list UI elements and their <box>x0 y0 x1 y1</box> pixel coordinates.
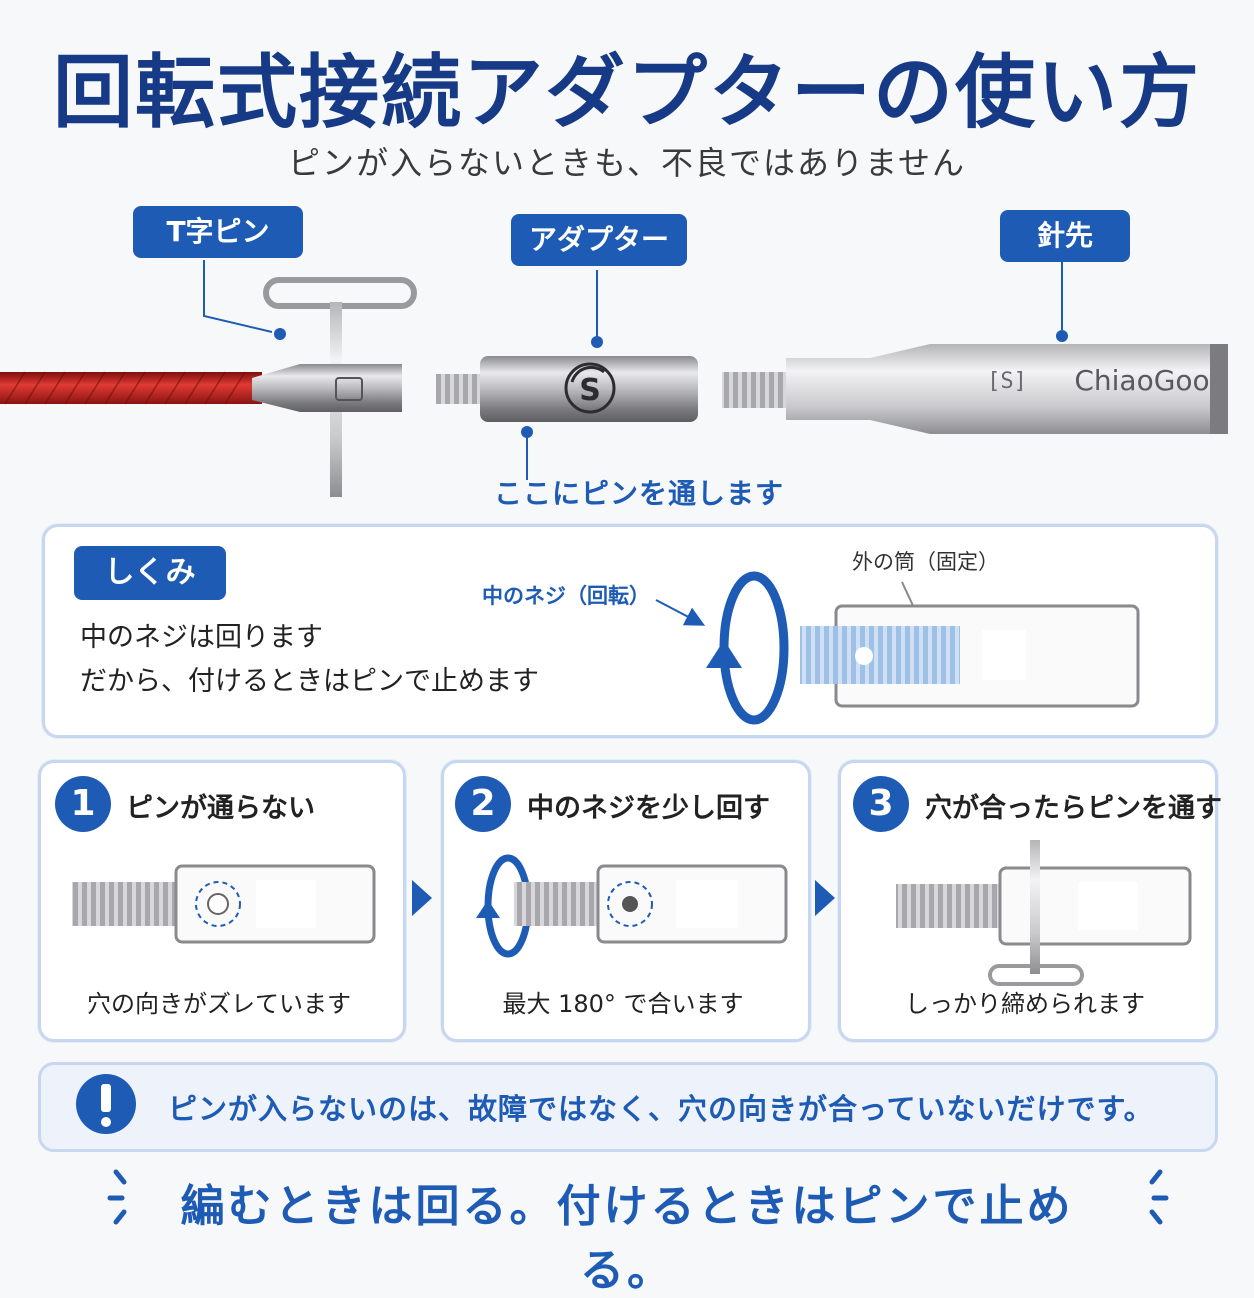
sparkle-right-icon <box>1149 1169 1169 1225</box>
step-2-number: 2 <box>455 776 511 832</box>
step-3-caption: しっかり締められます <box>905 990 1145 1018</box>
logo-mark: [S] <box>987 369 1027 394</box>
footer-slogan: 編むときは回る。付けるときはピンで止める。 <box>180 1181 1074 1296</box>
step-1-title: ピンが通らない <box>126 793 315 824</box>
step-2-title: 中のネジを少し回す <box>527 793 770 824</box>
step-1-number: 1 <box>55 776 111 832</box>
pin-hole-caption: ここにピンを通します <box>494 477 785 510</box>
svg-text:S: S <box>579 373 601 408</box>
leader-dot-adapter <box>591 336 603 348</box>
inner-screw <box>800 626 960 684</box>
product-illustration: S [S] ChiaoGoo <box>0 260 1228 497</box>
needle-tip <box>722 344 1228 434</box>
rotation-icon <box>706 571 789 725</box>
leader-lines <box>203 260 1063 480</box>
mechanism-diagram <box>655 571 1140 725</box>
exclamation-icon <box>76 1074 136 1134</box>
brand-name: ChiaoGoo <box>1074 364 1209 397</box>
inner-label-pointer <box>655 599 706 626</box>
page-title: 回転式接続アダプターの使い方 <box>53 46 1201 139</box>
page-subtitle: ピンが入らないときも、不良ではありません <box>287 144 967 182</box>
step-arrow-2 <box>815 880 835 916</box>
step-3-number: 3 <box>853 776 909 832</box>
leader-dot-needle <box>1056 330 1068 342</box>
leader-dot-t-pin <box>274 328 286 340</box>
inner-screw-label: 中のネジ（回転） <box>482 584 650 608</box>
tag-t-pin: T字ピン <box>133 206 303 258</box>
tag-mechanism: しくみ <box>74 546 226 600</box>
cable-connector <box>252 364 402 412</box>
note-text: ピンが入らないのは、故障ではなく、穴の向きが合っていないだけです。 <box>168 1092 1154 1126</box>
step-1-diagram <box>72 864 376 944</box>
mechanism-line-1: 中のネジは回ります <box>80 622 323 653</box>
step-3-diagram <box>896 840 1192 986</box>
cable-twist <box>4 371 246 405</box>
leader-dot-pin-hole <box>521 426 533 438</box>
red-cable <box>0 372 262 404</box>
step-3-title: 穴が合ったらピンを通す <box>925 793 1222 824</box>
connector-mark <box>335 377 363 401</box>
step-2-caption: 最大 180° で合います <box>502 990 744 1018</box>
adapter: S <box>436 356 698 422</box>
sparkle-left-icon <box>107 1169 127 1225</box>
tag-needle-tip: 針先 <box>1000 210 1130 262</box>
note-panel <box>38 1062 1218 1152</box>
step-arrow-1 <box>412 880 432 916</box>
mechanism-line-2: だから、付けるときはピンで止めます <box>80 666 539 697</box>
outer-tube-label: 外の筒（固定） <box>852 550 999 574</box>
step-2-diagram <box>476 854 788 958</box>
step-1-caption: 穴の向きがズレています <box>87 990 351 1018</box>
tag-adapter: アダプター <box>511 214 687 266</box>
